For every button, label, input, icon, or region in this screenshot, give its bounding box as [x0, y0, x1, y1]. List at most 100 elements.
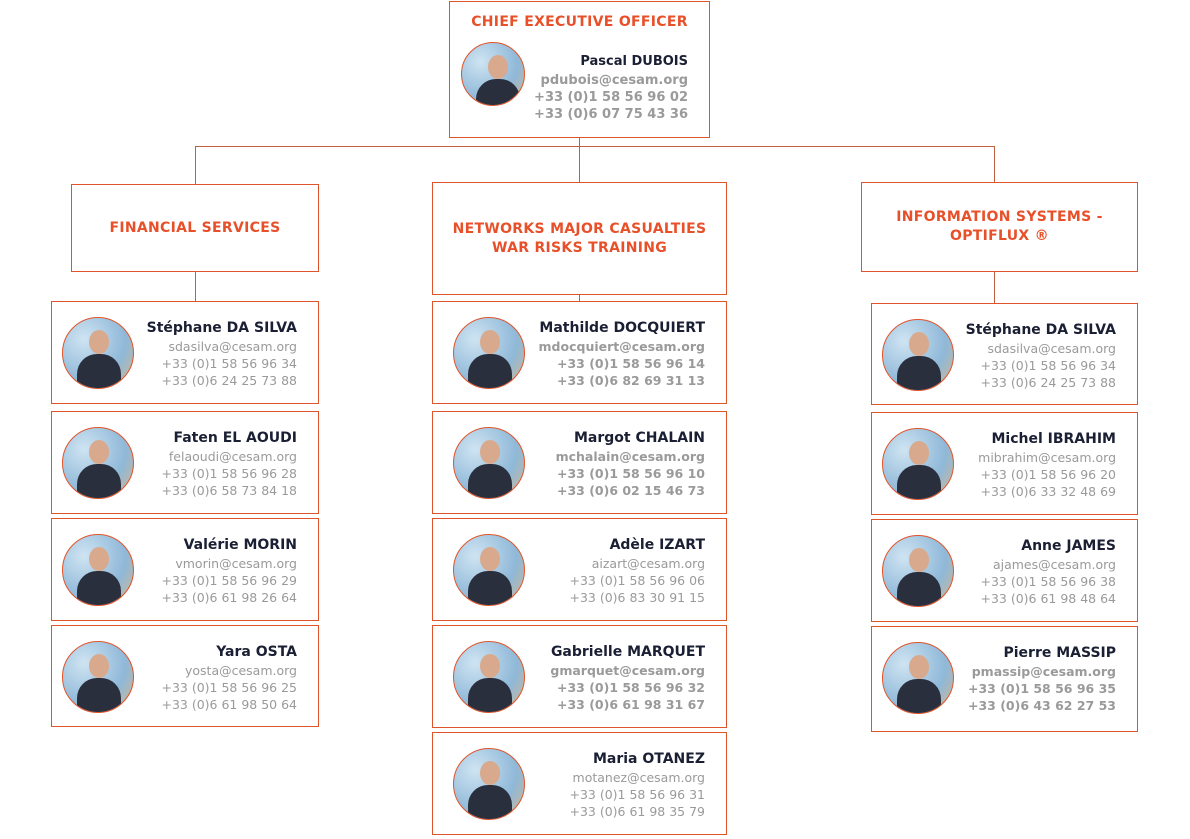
employee-name: Maria OTANEZ — [592, 751, 705, 767]
connector — [994, 271, 995, 303]
employee-info: Mathilde DOCQUIERT mdocquiert@cesam.org … — [539, 318, 705, 389]
employee-phone-office: +33 (0)1 58 56 96 14 — [556, 356, 705, 371]
employee-email[interactable]: yosta@cesam.org — [184, 663, 297, 678]
employee-info: Michel IBRAHIM mibrahim@cesam.org +33 (0… — [978, 429, 1116, 500]
employee-photo — [453, 641, 525, 713]
employee-photo — [453, 427, 525, 499]
employee-info: Stéphane DA SILVA sdasilva@cesam.org +33… — [966, 320, 1116, 391]
employee-name: Yara OSTA — [216, 644, 297, 660]
employee-card: Mathilde DOCQUIERT mdocquiert@cesam.org … — [432, 301, 727, 404]
employee-phone-mobile: +33 (0)6 24 25 73 88 — [161, 373, 297, 388]
employee-email[interactable]: felaoudi@cesam.org — [168, 449, 297, 464]
employee-photo — [453, 317, 525, 389]
employee-name: Michel IBRAHIM — [991, 431, 1116, 447]
employee-phone-office: +33 (0)1 58 56 96 32 — [556, 680, 705, 695]
employee-name: Adèle IZART — [609, 537, 705, 553]
employee-card: Stéphane DA SILVA sdasilva@cesam.org +33… — [51, 301, 319, 404]
employee-phone-mobile: +33 (0)6 61 98 48 64 — [980, 591, 1116, 606]
ceo-name: Pascal DUBOIS — [580, 54, 688, 69]
employee-phone-office: +33 (0)1 58 56 96 38 — [980, 574, 1116, 589]
department-title: FINANCIAL SERVICES — [109, 219, 281, 236]
employee-phone-mobile: +33 (0)6 83 30 91 15 — [569, 590, 705, 605]
employee-email[interactable]: sdasilva@cesam.org — [168, 339, 297, 354]
department-title: INFORMATION SYSTEMS - OPTIFLUX ® — [896, 209, 1103, 244]
employee-phone-mobile: +33 (0)6 33 32 48 69 — [980, 484, 1116, 499]
employee-card: Michel IBRAHIM mibrahim@cesam.org +33 (0… — [871, 412, 1138, 515]
connector — [994, 146, 995, 182]
employee-card: Pierre MASSIP pmassip@cesam.org +33 (0)1… — [871, 626, 1138, 732]
employee-phone-mobile: +33 (0)6 61 98 35 79 — [569, 804, 705, 819]
employee-info: Margot CHALAIN mchalain@cesam.org +33 (0… — [556, 428, 705, 499]
employee-info: Anne JAMES ajames@cesam.org +33 (0)1 58 … — [980, 536, 1116, 607]
employee-phone-office: +33 (0)1 58 56 96 06 — [569, 573, 705, 588]
connector — [195, 271, 196, 301]
employee-photo — [453, 534, 525, 606]
employee-phone-mobile: +33 (0)6 02 15 46 73 — [556, 483, 705, 498]
employee-phone-office: +33 (0)1 58 56 96 10 — [556, 466, 705, 481]
employee-photo — [62, 427, 134, 499]
employee-phone-office: +33 (0)1 58 56 96 29 — [161, 573, 297, 588]
connector — [579, 137, 580, 146]
employee-email[interactable]: ajames@cesam.org — [992, 557, 1116, 572]
employee-info: Faten EL AOUDI felaoudi@cesam.org +33 (0… — [161, 428, 297, 499]
employee-phone-office: +33 (0)1 58 56 96 28 — [161, 466, 297, 481]
employee-name: Faten EL AOUDI — [173, 430, 297, 446]
department-box: INFORMATION SYSTEMS - OPTIFLUX ® — [861, 182, 1138, 272]
employee-photo — [882, 642, 954, 714]
connector — [579, 294, 580, 301]
employee-phone-office: +33 (0)1 58 56 96 31 — [569, 787, 705, 802]
connector — [579, 146, 580, 182]
employee-photo — [882, 319, 954, 391]
employee-info: Valérie MORIN vmorin@cesam.org +33 (0)1 … — [161, 535, 297, 606]
connector — [195, 146, 995, 147]
employee-photo — [62, 534, 134, 606]
employee-photo — [62, 317, 134, 389]
department-box: NETWORKS MAJOR CASUALTIES WAR RISKS TRAI… — [432, 182, 727, 295]
employee-info: Pierre MASSIP pmassip@cesam.org +33 (0)1… — [968, 643, 1116, 714]
employee-phone-office: +33 (0)1 58 56 96 25 — [161, 680, 297, 695]
employee-name: Anne JAMES — [1021, 538, 1116, 554]
employee-phone-office: +33 (0)1 58 56 96 34 — [980, 358, 1116, 373]
ceo-email[interactable]: pdubois@cesam.org — [540, 73, 688, 88]
employee-info: Yara OSTA yosta@cesam.org +33 (0)1 58 56… — [161, 642, 297, 713]
employee-photo — [453, 748, 525, 820]
employee-phone-mobile: +33 (0)6 61 98 50 64 — [161, 697, 297, 712]
employee-card: Margot CHALAIN mchalain@cesam.org +33 (0… — [432, 411, 727, 514]
employee-email[interactable]: mdocquiert@cesam.org — [538, 339, 705, 354]
employee-phone-mobile: +33 (0)6 61 98 31 67 — [556, 697, 705, 712]
employee-name: Pierre MASSIP — [1003, 645, 1116, 661]
employee-card: Stéphane DA SILVA sdasilva@cesam.org +33… — [871, 303, 1138, 405]
employee-card: Faten EL AOUDI felaoudi@cesam.org +33 (0… — [51, 411, 319, 514]
employee-email[interactable]: vmorin@cesam.org — [175, 556, 297, 571]
employee-card: Gabrielle MARQUET gmarquet@cesam.org +33… — [432, 625, 727, 728]
employee-email[interactable]: pmassip@cesam.org — [971, 664, 1116, 679]
ceo-photo — [461, 42, 525, 106]
connector — [195, 146, 196, 184]
employee-phone-office: +33 (0)1 58 56 96 20 — [980, 467, 1116, 482]
department-box: FINANCIAL SERVICES — [71, 184, 319, 272]
employee-email[interactable]: gmarquet@cesam.org — [550, 663, 705, 678]
employee-name: Stéphane DA SILVA — [965, 322, 1116, 338]
employee-email[interactable]: mchalain@cesam.org — [555, 449, 705, 464]
employee-photo — [882, 428, 954, 500]
employee-photo — [62, 641, 134, 713]
employee-info: Stéphane DA SILVA sdasilva@cesam.org +33… — [147, 318, 297, 389]
ceo-info: Pascal DUBOIS pdubois@cesam.org +33 (0)1… — [534, 52, 688, 123]
employee-photo — [882, 535, 954, 607]
employee-name: Margot CHALAIN — [574, 430, 705, 446]
employee-info: Gabrielle MARQUET gmarquet@cesam.org +33… — [550, 642, 705, 713]
employee-email[interactable]: mibrahim@cesam.org — [978, 450, 1116, 465]
employee-email[interactable]: sdasilva@cesam.org — [987, 341, 1116, 356]
employee-name: Stéphane DA SILVA — [146, 320, 297, 336]
employee-email[interactable]: motanez@cesam.org — [572, 770, 705, 785]
employee-phone-mobile: +33 (0)6 61 98 26 64 — [161, 590, 297, 605]
employee-phone-office: +33 (0)1 58 56 96 34 — [161, 356, 297, 371]
employee-name: Mathilde DOCQUIERT — [539, 320, 705, 336]
employee-phone-mobile: +33 (0)6 43 62 27 53 — [967, 698, 1116, 713]
employee-info: Adèle IZART aizart@cesam.org +33 (0)1 58… — [569, 535, 705, 606]
employee-card: Adèle IZART aizart@cesam.org +33 (0)1 58… — [432, 518, 727, 621]
employee-phone-mobile: +33 (0)6 24 25 73 88 — [980, 375, 1116, 390]
employee-phone-mobile: +33 (0)6 58 73 84 18 — [161, 483, 297, 498]
employee-card: Anne JAMES ajames@cesam.org +33 (0)1 58 … — [871, 519, 1138, 622]
employee-email[interactable]: aizart@cesam.org — [591, 556, 705, 571]
